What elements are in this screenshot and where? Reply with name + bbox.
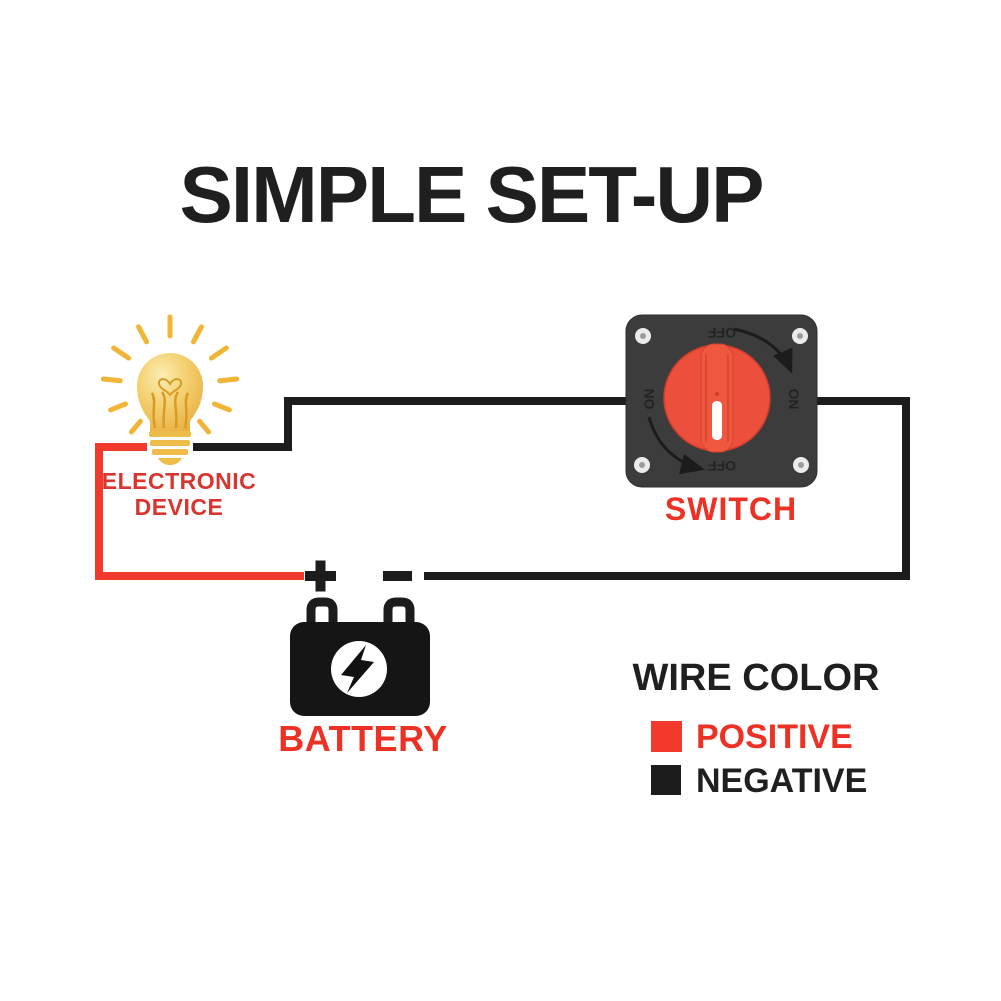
screw-icon — [792, 328, 808, 344]
negative-color-swatch — [651, 765, 681, 795]
electronic-device-label-line2: DEVICE — [134, 494, 224, 520]
negative-wire-device-to-switch — [182, 397, 640, 451]
legend-positive-label: POSITIVE — [696, 718, 853, 756]
positive-terminal-icon — [306, 597, 338, 624]
wire-color-legend-title: WIRE COLOR — [632, 657, 880, 699]
positive-color-swatch — [651, 721, 682, 752]
minus-symbol — [383, 571, 412, 581]
bulb-base — [149, 431, 191, 465]
electronic-device-label-line1: ELECTRONIC — [101, 468, 257, 494]
bulb-rays-icon — [100, 314, 240, 435]
plus-symbol — [305, 560, 336, 592]
switch-knob-icon — [663, 343, 771, 453]
light-bulb-icon — [100, 314, 240, 467]
electronic-device-label: ELECTRONIC DEVICE — [69, 468, 289, 520]
rotation-arrow-icon — [647, 327, 793, 475]
bulb-filament-icon — [150, 378, 190, 429]
negative-terminal-icon — [383, 597, 415, 624]
screw-icon — [793, 457, 809, 473]
negative-wire-switch-to-battery — [424, 397, 910, 580]
battery-icon — [290, 560, 430, 716]
positive-wire — [95, 443, 304, 580]
bulb-glass — [137, 353, 203, 431]
switch-marking-off-top: OFF — [708, 325, 736, 341]
switch-marking-on-right: ON — [786, 389, 802, 410]
battery-label: BATTERY — [278, 718, 448, 759]
knob-indicator-slot — [712, 401, 722, 440]
screw-icon — [635, 328, 651, 344]
lightning-bolt-icon — [341, 645, 374, 693]
legend-negative-label: NEGATIVE — [696, 762, 868, 800]
screw-icon — [634, 457, 650, 473]
switch-marking-on-left: ON — [641, 389, 657, 410]
rotary-switch-icon: ON ON OFF OFF — [625, 314, 818, 488]
page-title: SIMPLE SET-UP — [179, 150, 765, 239]
switch-label: SWITCH — [664, 491, 798, 527]
switch-marking-off-bottom: OFF — [708, 458, 736, 474]
